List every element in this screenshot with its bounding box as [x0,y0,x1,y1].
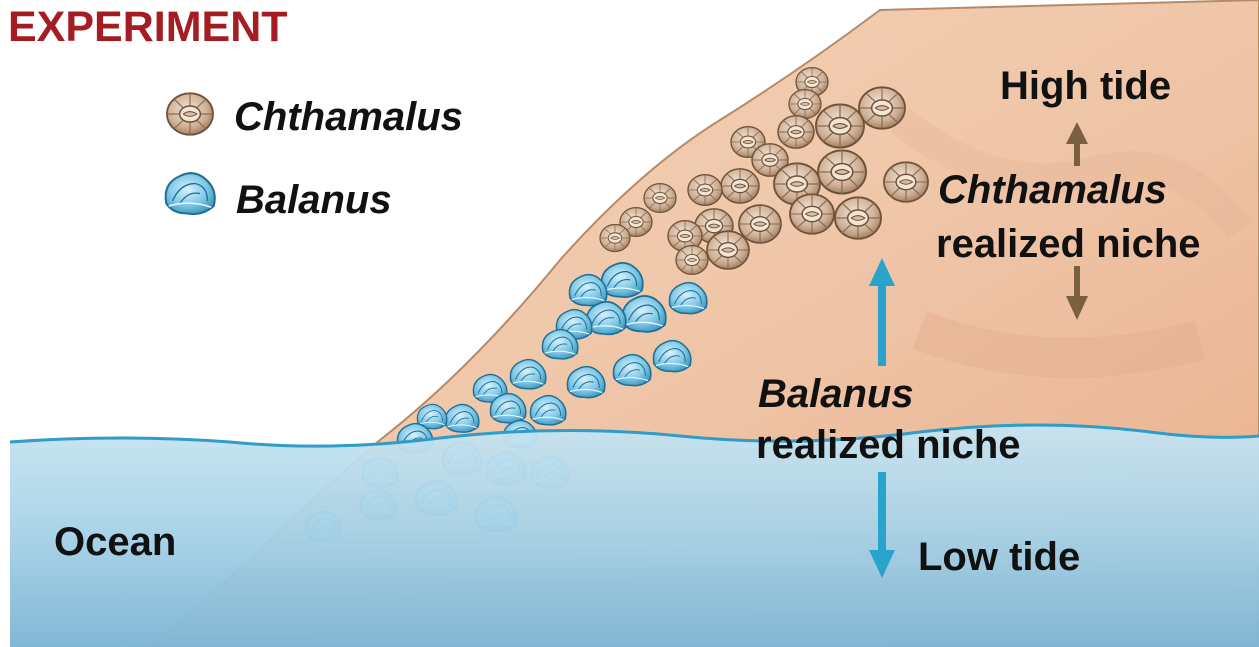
legend-label-chthamalus: Chthamalus [234,97,463,137]
legend-label-balanus: Balanus [236,180,392,220]
high-tide-label: High tide [1000,66,1171,106]
chthamalus-niche-label: realized niche [936,224,1201,264]
balanus-niche-species-label: Balanus [758,374,914,414]
experiment-heading: EXPERIMENT [8,6,288,49]
balanus-niche-label: realized niche [756,425,1021,465]
ocean-label: Ocean [54,522,176,562]
chthamalus-niche-species-label: Chthamalus [938,170,1167,210]
low-tide-label: Low tide [918,537,1080,577]
balanus-legend-icon [166,173,215,214]
chthamalus-legend-icon [167,93,213,134]
